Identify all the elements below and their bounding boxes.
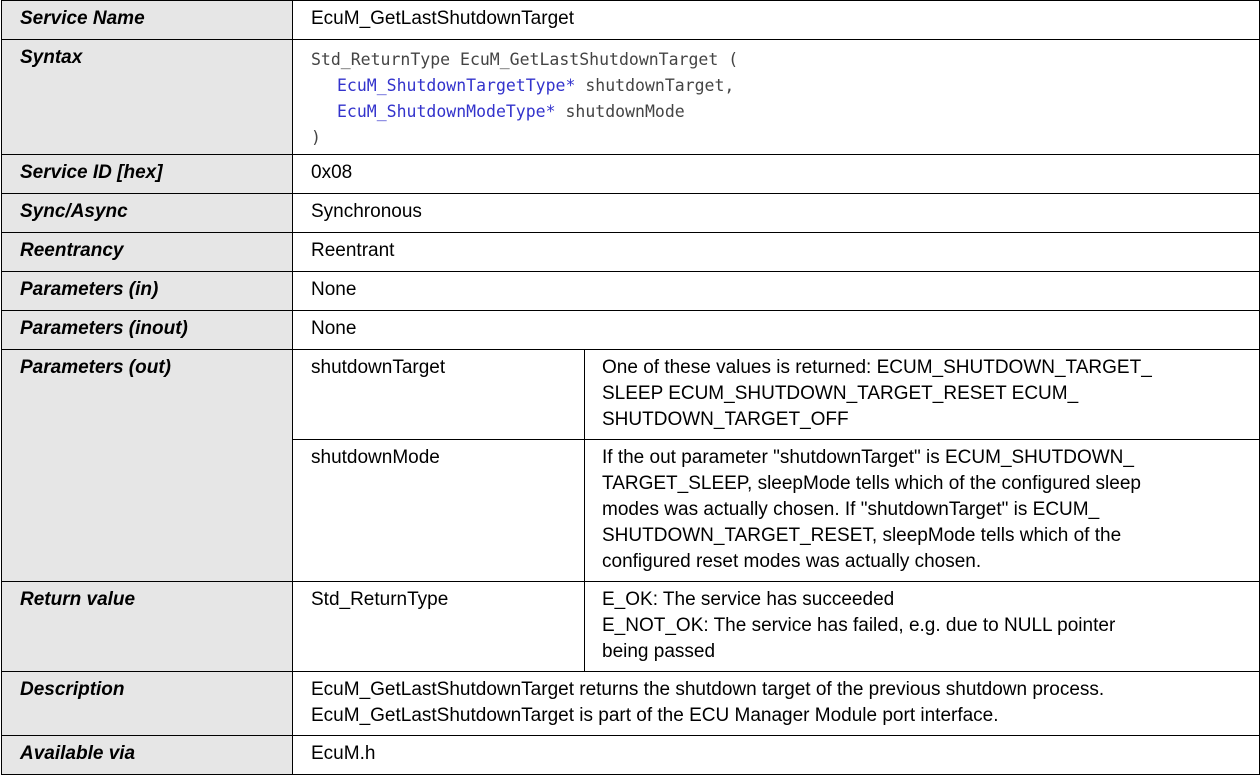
params-in-value: None xyxy=(292,271,1260,311)
syntax-line-param1: EcuM_ShutdownTargetType* shutdownTarget, xyxy=(311,73,1249,99)
row-sync-async: Sync/Async Synchronous xyxy=(1,193,1260,233)
params-out-1-description: One of these values is returned: ECUM_SH… xyxy=(584,349,1260,440)
params-out-label: Parameters (out) xyxy=(1,349,293,582)
available-via-value: EcuM.h xyxy=(292,735,1260,775)
service-id-value: 0x08 xyxy=(292,154,1260,194)
service-name-value: EcuM_GetLastShutdownTarget xyxy=(292,0,1260,40)
return-value-description: E_OK: The service has succeeded E_NOT_OK… xyxy=(584,581,1260,672)
service-name-label: Service Name xyxy=(1,0,293,40)
params-inout-label: Parameters (inout) xyxy=(1,310,293,350)
row-service-id: Service ID [hex] 0x08 xyxy=(1,154,1260,194)
row-params-out-1: Parameters (out) shutdownTarget One of t… xyxy=(1,349,1260,582)
param1-type-link[interactable]: EcuM_ShutdownTargetType* xyxy=(337,76,576,95)
param1-name: shutdownTarget, xyxy=(575,76,735,95)
row-available-via: Available via EcuM.h xyxy=(1,735,1260,775)
description-value: EcuM_GetLastShutdownTarget returns the s… xyxy=(292,671,1260,736)
param2-name: shutdownMode xyxy=(555,102,685,121)
syntax-line-signature: Std_ReturnType EcuM_GetLastShutdownTarge… xyxy=(311,50,739,69)
params-out-1-name: shutdownTarget xyxy=(292,349,585,440)
description-label: Description xyxy=(1,671,293,736)
params-out-2-desc-line: SHUTDOWN_TARGET_RESET, sleepMode tells w… xyxy=(602,525,1122,546)
row-return-value: Return value Std_ReturnType E_OK: The se… xyxy=(1,581,1260,672)
param2-type-link[interactable]: EcuM_ShutdownModeType* xyxy=(337,102,556,121)
params-out-2-desc-line: configured reset modes was actually chos… xyxy=(602,551,982,572)
params-out-2-desc-line: If the out parameter "shutdownTarget" is… xyxy=(602,447,1134,468)
params-out-2-name: shutdownMode xyxy=(292,439,585,582)
row-description: Description EcuM_GetLastShutdownTarget r… xyxy=(1,671,1260,736)
return-value-desc-line: being passed xyxy=(602,641,716,662)
row-params-out-2: shutdownMode If the out parameter "shutd… xyxy=(2,439,1260,582)
params-inout-value: None xyxy=(292,310,1260,350)
reentrancy-value: Reentrant xyxy=(292,232,1260,272)
params-out-2-description: If the out parameter "shutdownTarget" is… xyxy=(584,439,1260,582)
return-value-type: Std_ReturnType xyxy=(292,581,585,672)
params-in-label: Parameters (in) xyxy=(1,271,293,311)
params-out-1-desc-line: SLEEP ECUM_SHUTDOWN_TARGET_RESET ECUM_ xyxy=(602,383,1079,404)
available-via-label: Available via xyxy=(1,735,293,775)
syntax-line-close: ) xyxy=(311,128,321,147)
description-line: EcuM_GetLastShutdownTarget is part of th… xyxy=(311,705,999,726)
return-value-desc-line: E_OK: The service has succeeded xyxy=(602,589,895,610)
params-out-1-desc-line: One of these values is returned: ECUM_SH… xyxy=(602,357,1152,378)
reentrancy-label: Reentrancy xyxy=(1,232,293,272)
sync-async-label: Sync/Async xyxy=(1,193,293,233)
syntax-label: Syntax xyxy=(1,39,293,155)
params-out-2-desc-line: TARGET_SLEEP, sleepMode tells which of t… xyxy=(602,473,1141,494)
params-out-1-desc-line: SHUTDOWN_TARGET_OFF xyxy=(602,409,849,430)
row-params-inout: Parameters (inout) None xyxy=(1,310,1260,350)
syntax-line-param2: EcuM_ShutdownModeType* shutdownMode xyxy=(311,99,1249,125)
row-params-in: Parameters (in) None xyxy=(1,271,1260,311)
return-value-label: Return value xyxy=(1,581,293,672)
row-reentrancy: Reentrancy Reentrant xyxy=(1,232,1260,272)
syntax-value: Std_ReturnType EcuM_GetLastShutdownTarge… xyxy=(292,39,1260,155)
description-line: EcuM_GetLastShutdownTarget returns the s… xyxy=(311,679,1105,700)
params-out-2-desc-line: modes was actually chosen. If "shutdownT… xyxy=(602,499,1100,520)
service-id-label: Service ID [hex] xyxy=(1,154,293,194)
row-service-name: Service Name EcuM_GetLastShutdownTarget xyxy=(1,0,1260,40)
sync-async-value: Synchronous xyxy=(292,193,1260,233)
return-value-desc-line: E_NOT_OK: The service has failed, e.g. d… xyxy=(602,615,1116,636)
row-syntax: Syntax Std_ReturnType EcuM_GetLastShutdo… xyxy=(1,39,1260,155)
